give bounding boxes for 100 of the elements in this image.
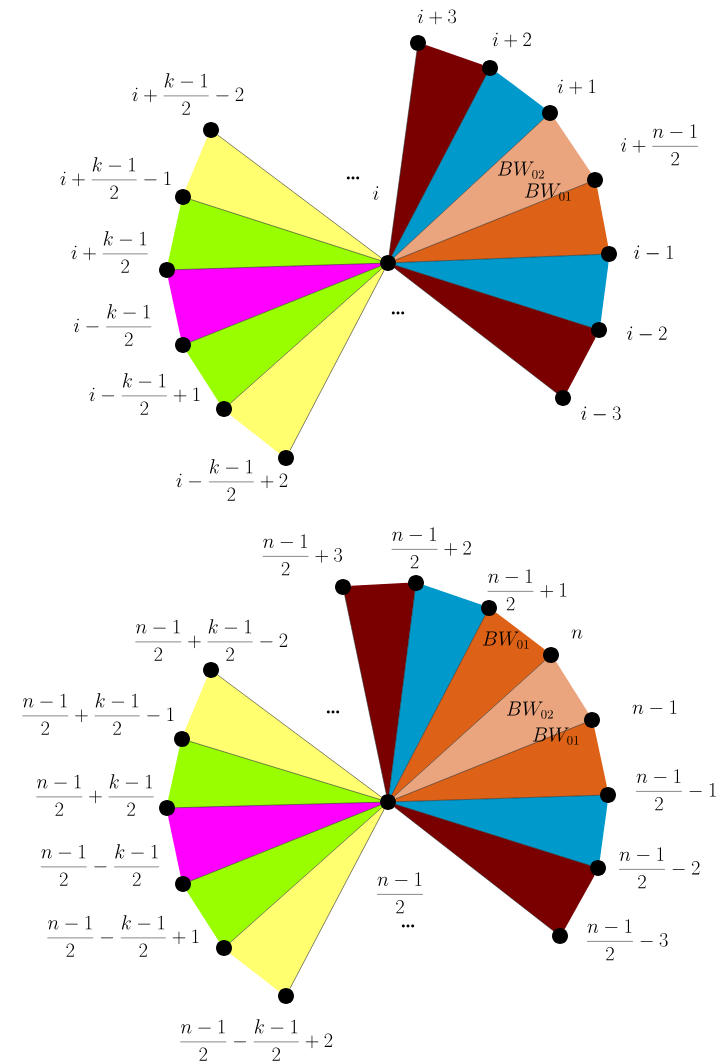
region-label: $BW_{02}$ xyxy=(506,701,553,719)
edge-line xyxy=(393,660,546,797)
vertex-label: $\frac{n-1}{2}-\frac{k-1}{2}+1$ xyxy=(47,915,199,957)
vertex-dot xyxy=(543,647,559,663)
edge-line xyxy=(554,661,589,714)
edge-line xyxy=(217,674,382,798)
vertex-dot xyxy=(408,575,424,591)
edge-line xyxy=(168,204,182,263)
edge-line xyxy=(395,254,602,263)
edge-line xyxy=(595,187,609,247)
vertex-dot xyxy=(587,172,603,188)
vertex-dot xyxy=(216,940,232,956)
region-label: $\frac{n-1}{2}$ xyxy=(377,872,423,914)
edge-line xyxy=(229,413,281,454)
edge-line xyxy=(344,594,387,795)
vertex-label: $n-1$ xyxy=(632,700,677,714)
edge-line xyxy=(186,890,221,942)
vertex-dot xyxy=(584,712,600,728)
vertex-label: $n$ xyxy=(571,629,583,639)
edge-line xyxy=(494,612,546,651)
edge-line xyxy=(566,336,596,392)
edge-line xyxy=(289,270,385,451)
edge-line xyxy=(186,351,221,403)
region-label: $i$ xyxy=(373,186,379,200)
edge-line xyxy=(553,119,592,174)
edge-line xyxy=(190,265,381,343)
edge-line xyxy=(190,199,381,261)
edge-line xyxy=(395,265,592,328)
vertex-dot xyxy=(600,787,616,803)
edge-line xyxy=(391,615,486,795)
vertex-label: $i+\frac{k-1}{2}$ xyxy=(71,231,148,273)
vertex-dot xyxy=(590,860,606,876)
vertex-label: $\frac{n-1}{2}+\frac{k-1}{2}-1$ xyxy=(22,693,174,735)
vertex-dot xyxy=(380,794,396,810)
edge-line xyxy=(423,584,482,607)
vertex-label: $i-\frac{k-1}{2}+1$ xyxy=(89,373,200,415)
edge-line xyxy=(289,809,385,989)
region-label: $BW_{02}$ xyxy=(497,161,544,179)
vertex-dot xyxy=(380,255,396,271)
vertex-dot xyxy=(216,401,232,417)
vertex-dot xyxy=(159,262,175,278)
edge-line xyxy=(495,72,545,109)
vertex-dot xyxy=(278,988,294,1004)
edge-line xyxy=(350,582,409,588)
vertex-label: $i-3$ xyxy=(581,406,621,421)
ellipsis: ... xyxy=(391,311,405,315)
vertex-label: $\frac{n-1}{2}-\frac{k-1}{2}+2$ xyxy=(180,1019,333,1061)
vertex-label: $\frac{n-1}{2}-2$ xyxy=(619,847,700,889)
vertex-dot xyxy=(542,105,558,121)
vertex-dot xyxy=(175,337,191,353)
vertex-label: $\frac{n-1}{2}+\frac{k-1}{2}-2$ xyxy=(135,619,288,661)
edge-line xyxy=(563,874,595,930)
vertex-label: $i+2$ xyxy=(492,32,531,48)
edge-line xyxy=(395,182,588,261)
vertex-dot xyxy=(410,35,426,51)
vertex-label: $\frac{n-1}{2}+\frac{k-1}{2}$ xyxy=(36,774,154,816)
edge-line xyxy=(388,590,416,795)
edge-line xyxy=(395,804,591,866)
vertex-label: $\frac{n-1}{2}-1$ xyxy=(636,769,716,811)
region-label: $BW_{01}$ xyxy=(532,727,579,745)
edge-line xyxy=(184,676,209,733)
vertex-label: $\frac{n-1}{2}+1$ xyxy=(487,569,567,611)
vertex-dot xyxy=(552,928,568,944)
ellipsis: ... xyxy=(326,710,340,714)
vertex-label: $i+\frac{k-1}{2}-1$ xyxy=(60,157,171,199)
vertex-label: $\frac{n-1}{2}+3$ xyxy=(262,534,343,576)
edge-line xyxy=(168,746,181,801)
edge-line xyxy=(189,741,381,800)
vertex-dot xyxy=(601,246,617,262)
vertex-label: $i-1$ xyxy=(634,245,673,259)
edge-line xyxy=(229,807,383,943)
vertex-dot xyxy=(159,800,175,816)
edge-line xyxy=(168,277,182,338)
vertex-dot xyxy=(335,579,351,595)
vertex-dot xyxy=(203,662,219,678)
vertex-label: $i+1$ xyxy=(557,79,596,95)
edge-line xyxy=(190,804,381,882)
edge-line xyxy=(391,75,487,256)
edge-line xyxy=(394,267,557,394)
vertex-dot xyxy=(174,731,190,747)
edge-line xyxy=(425,45,483,66)
ellipsis: ... xyxy=(346,176,360,180)
edge-line xyxy=(598,802,608,861)
edge-line xyxy=(395,794,601,803)
vertex-dot xyxy=(175,876,191,892)
vertex-dot xyxy=(591,322,607,338)
edge-line xyxy=(174,262,381,271)
edge-line xyxy=(229,268,383,404)
edge-line xyxy=(388,50,418,256)
vertex-label: $\frac{n-1}{2}-3$ xyxy=(587,919,668,961)
edge-line xyxy=(168,815,182,877)
vertex-label: $i+3$ xyxy=(417,9,457,25)
edge-line xyxy=(393,118,545,258)
vertex-label: $\frac{n-1}{2}+2$ xyxy=(391,527,471,569)
edge-line xyxy=(174,801,381,809)
edge-line xyxy=(229,952,281,992)
vertex-label: $i+\frac{k-1}{2}-2$ xyxy=(132,73,244,115)
edge-line xyxy=(217,134,382,259)
vertex-label: $i-\frac{k-1}{2}$ xyxy=(73,304,152,346)
region-label: $BW_{01}$ xyxy=(524,183,571,201)
